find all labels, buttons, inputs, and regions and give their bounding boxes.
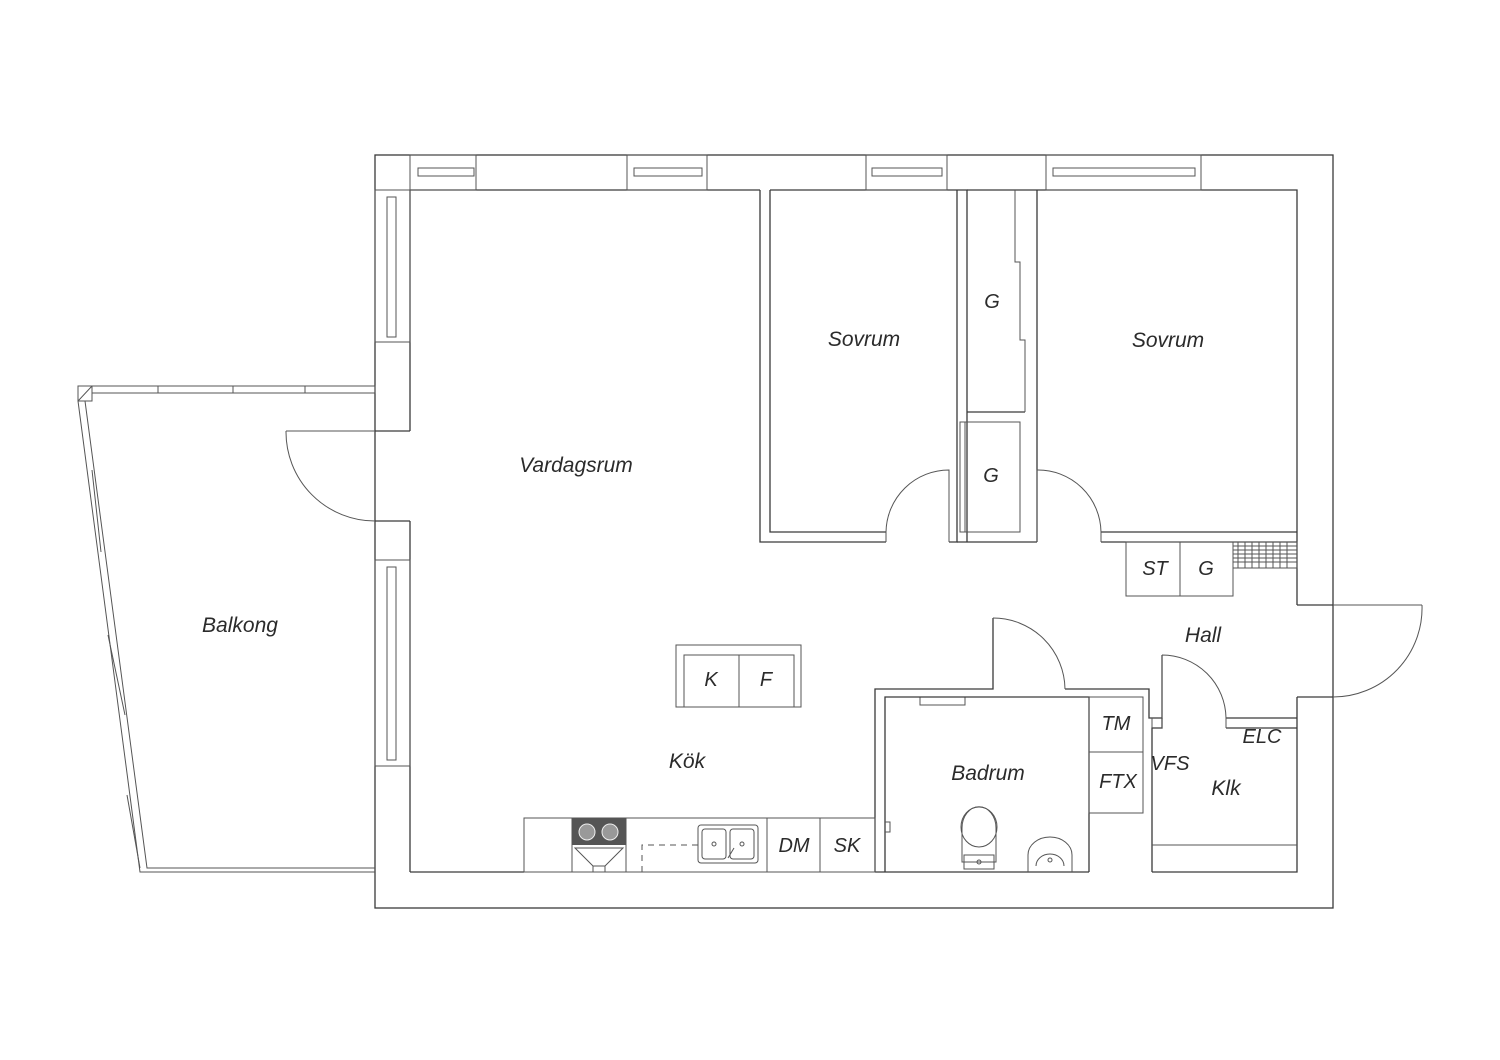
- label-ftx: FTX: [1099, 771, 1137, 793]
- stove-icon: [572, 818, 626, 872]
- closet: [1151, 654, 1297, 872]
- window-left-2: [374, 559, 411, 767]
- label-sovrum-2: Sovrum: [1132, 329, 1204, 352]
- hall-storage: [1125, 541, 1298, 597]
- label-k: K: [704, 669, 719, 691]
- kitchen-sink-icon: [697, 824, 759, 864]
- bedroom-2-walls: [1036, 190, 1297, 543]
- window-top-2: [626, 154, 708, 191]
- label-dm: DM: [778, 835, 809, 857]
- entrance-door: [1332, 604, 1423, 698]
- window-top-4: [1045, 154, 1202, 191]
- label-g-hall: G: [1198, 558, 1214, 580]
- label-sk: SK: [834, 835, 862, 857]
- kitchen: [523, 644, 876, 873]
- window-top-3: [865, 154, 948, 191]
- tap-icon: [885, 821, 891, 833]
- label-st: ST: [1142, 558, 1169, 580]
- window-bathroom: [919, 696, 966, 706]
- window-top-1: [409, 154, 477, 191]
- label-vardagsrum: Vardagsrum: [519, 454, 633, 477]
- bathroom: [874, 617, 1163, 872]
- label-g-wardrobe-1: G: [984, 291, 1000, 313]
- label-f: F: [760, 669, 774, 691]
- label-elc: ELC: [1243, 726, 1282, 748]
- label-vfs: VFS: [1151, 753, 1191, 775]
- wardrobe-block: [957, 189, 1037, 543]
- balcony: [77, 385, 376, 873]
- windows: [374, 154, 1202, 767]
- label-tm: TM: [1102, 713, 1131, 735]
- toilet-icon: [960, 806, 998, 870]
- label-sovrum-1: Sovrum: [828, 328, 900, 351]
- label-balkong: Balkong: [202, 614, 278, 637]
- sink-icon: [1027, 836, 1073, 872]
- label-g-wardrobe-2: G: [983, 465, 999, 487]
- bedroom-1-walls: [759, 190, 958, 543]
- window-left-1: [374, 189, 411, 343]
- label-badrum: Badrum: [951, 762, 1025, 785]
- label-kok: Kök: [669, 750, 707, 773]
- label-hall: Hall: [1185, 624, 1223, 647]
- label-klk: Klk: [1211, 777, 1242, 800]
